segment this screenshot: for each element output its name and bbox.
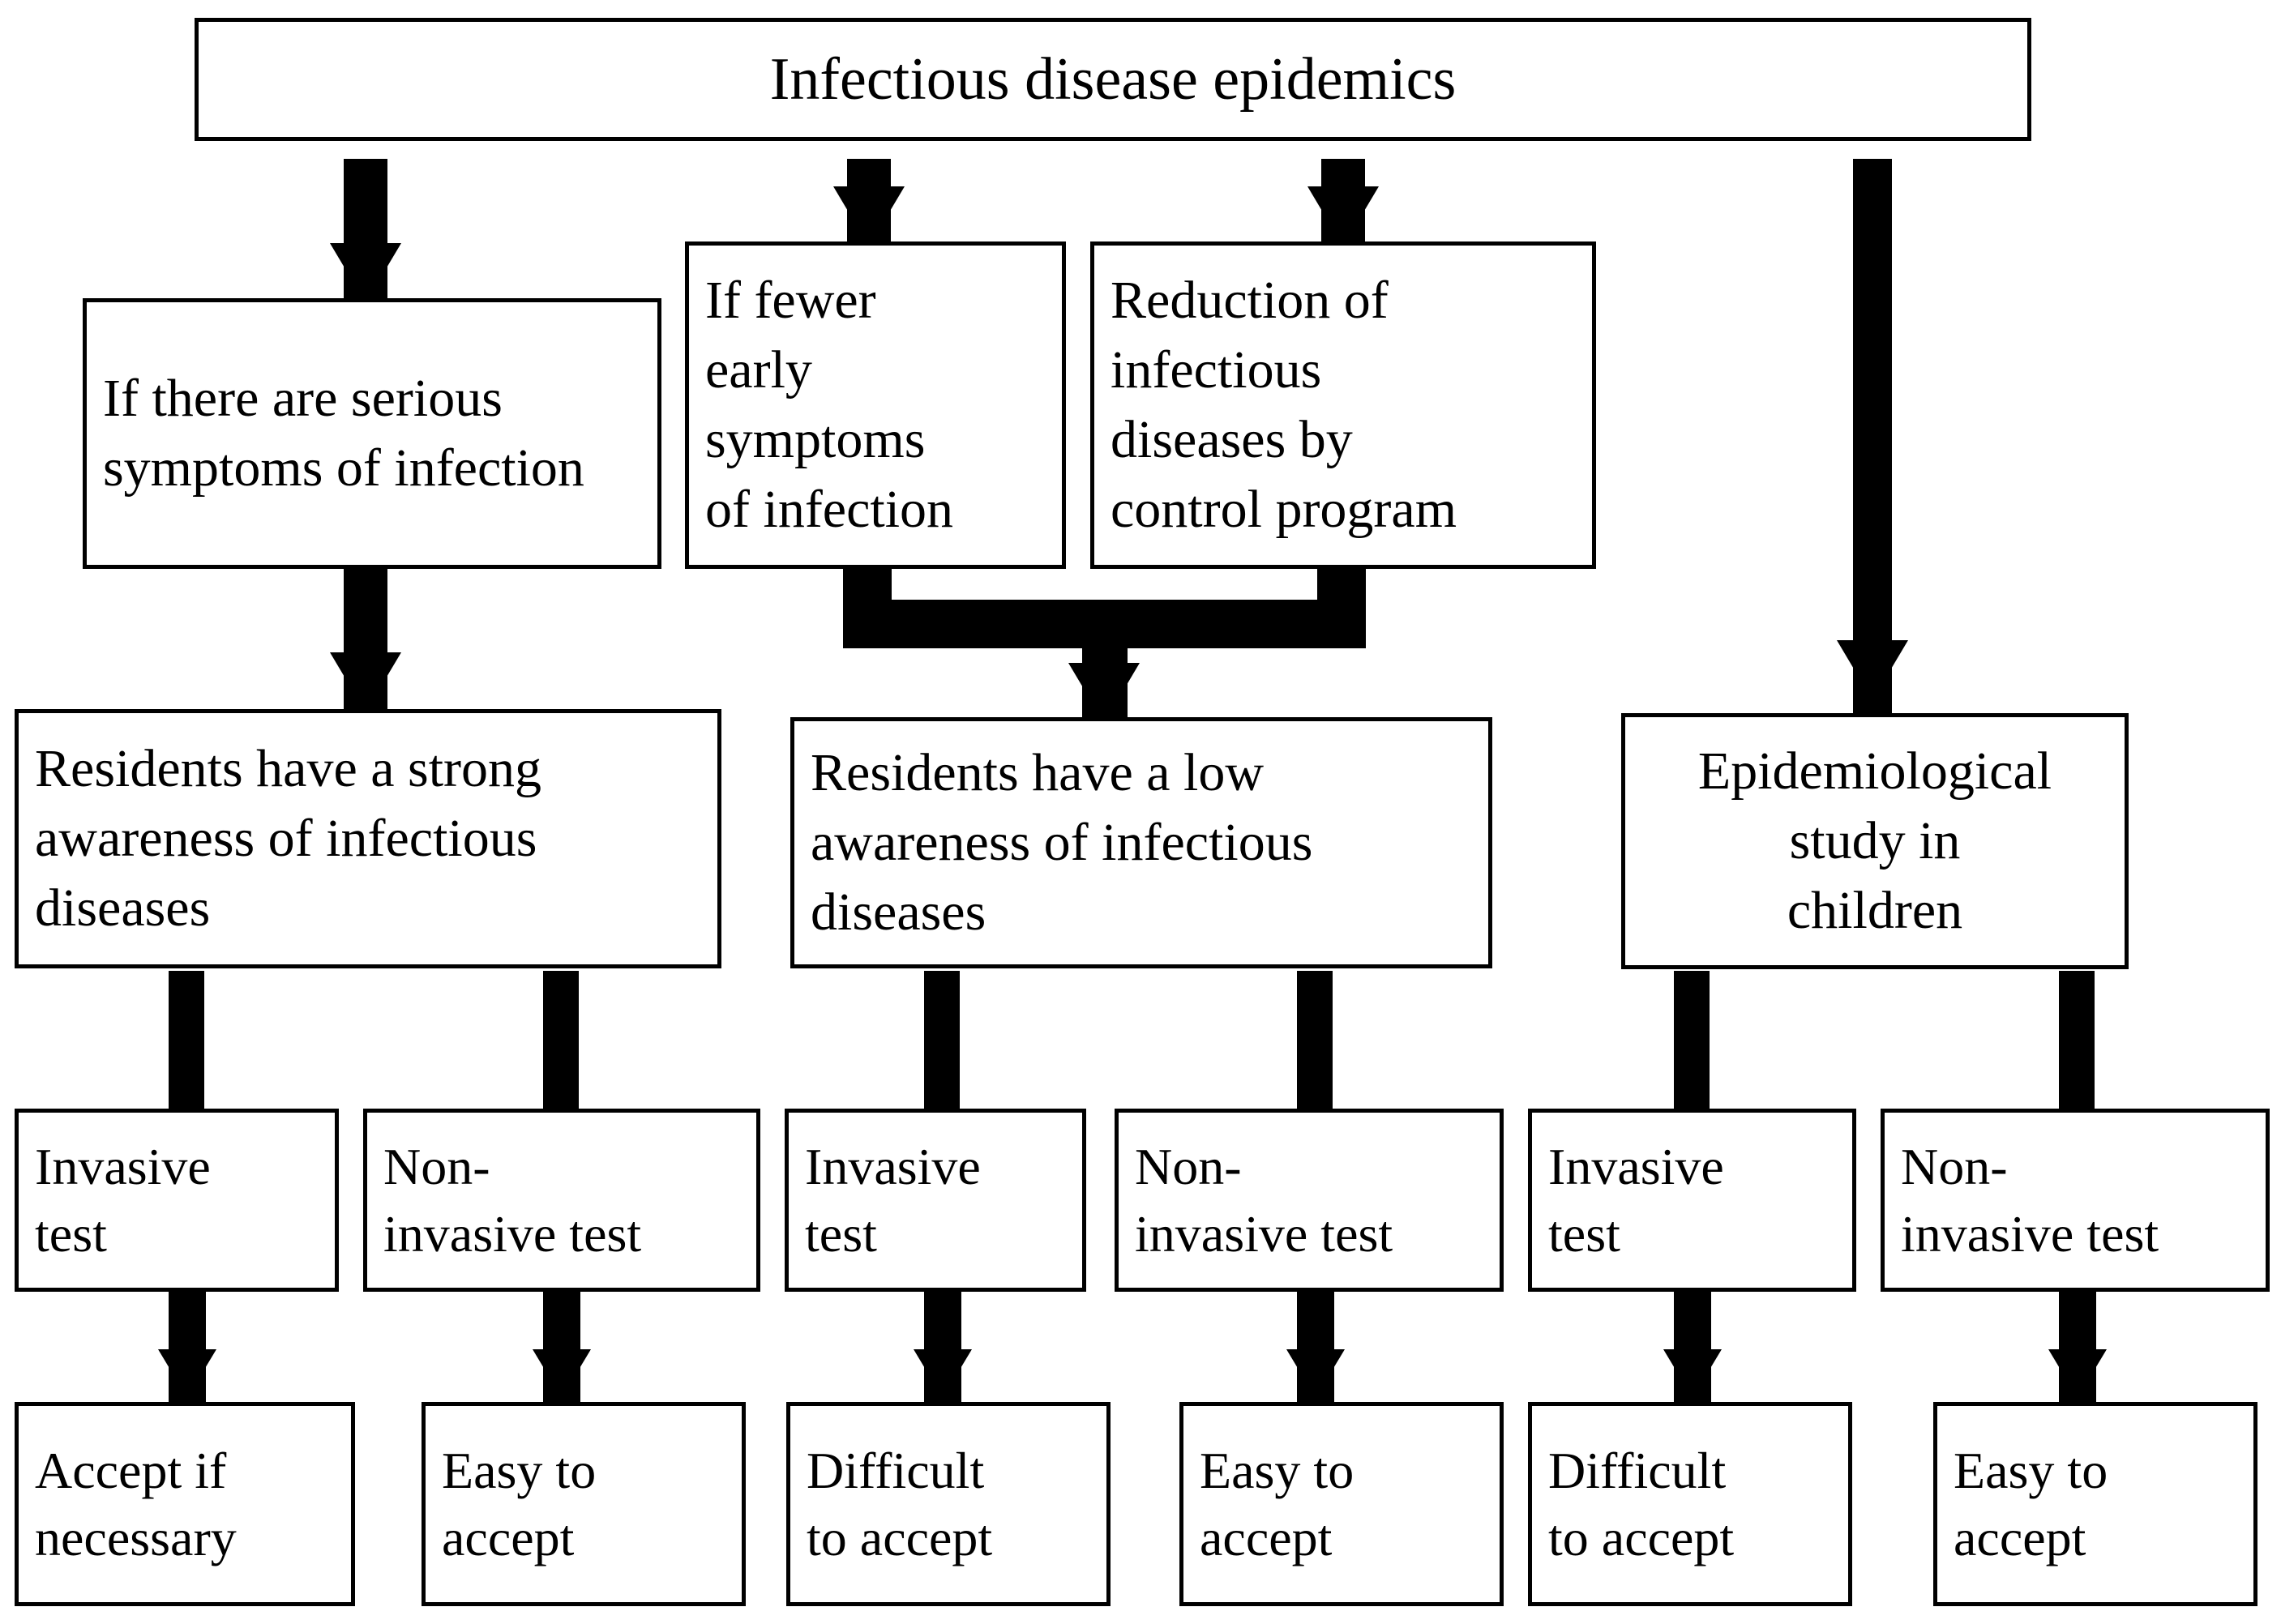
connector-arrowhead-test3-to-outcome3 (914, 1349, 972, 1398)
connector-shaft-strong-to-noninvasive (543, 971, 579, 1133)
connector-arrowhead-title-to-serious (330, 243, 401, 303)
connector-shaft-epi-to-invasive (1674, 971, 1710, 1133)
node-label: Invasive test (805, 1137, 981, 1263)
node-label: Easy to accept (1200, 1441, 1354, 1566)
node-label: Difficult to accept (807, 1441, 993, 1566)
connector-shaft-title-to-epidemiological (1853, 159, 1892, 726)
connector-arrowhead-test6-to-outcome6 (2048, 1349, 2107, 1398)
node-test-invasive-3: Invasive test (1528, 1109, 1856, 1292)
connector-shaft-strong-to-invasive (169, 971, 204, 1133)
node-outcome-easy-to-accept-3: Easy to accept (1933, 1402, 2257, 1606)
node-label: Non- invasive test (1901, 1137, 2159, 1263)
node-label: If fewer early symptoms of infection (705, 271, 954, 539)
node-label: Residents have a strong awareness of inf… (35, 739, 542, 938)
node-test-noninvasive-3: Non- invasive test (1881, 1109, 2270, 1292)
node-test-noninvasive-2: Non- invasive test (1115, 1109, 1504, 1292)
node-infectious-disease-epidemics: Infectious disease epidemics (195, 18, 2031, 141)
node-test-invasive-2: Invasive test (785, 1109, 1086, 1292)
node-test-invasive-1: Invasive test (15, 1109, 339, 1292)
node-reduction-by-control-program: Reduction of infectious diseases by cont… (1090, 241, 1596, 569)
node-outcome-difficult-to-accept-2: Difficult to accept (1528, 1402, 1852, 1606)
connector-arrowhead-test2-to-outcome2 (533, 1349, 591, 1398)
node-label: Invasive test (1548, 1137, 1724, 1263)
connector-shaft-epi-to-noninvasive (2059, 971, 2095, 1133)
connector-arrowhead-title-to-fewer (833, 186, 905, 246)
node-label: If there are serious symptoms of infecti… (103, 369, 584, 498)
connector-arrowhead-title-to-epidemiological (1837, 640, 1908, 700)
node-outcome-easy-to-accept-2: Easy to accept (1179, 1402, 1504, 1606)
node-label: Non- invasive test (1135, 1137, 1393, 1263)
node-label: Easy to accept (442, 1441, 597, 1566)
node-low-awareness: Residents have a low awareness of infect… (790, 717, 1492, 968)
node-label: Residents have a low awareness of infect… (811, 743, 1313, 942)
node-serious-symptoms: If there are serious symptoms of infecti… (83, 298, 661, 569)
connector-arrowhead-serious-to-strong (330, 652, 401, 712)
node-label: Difficult to accept (1548, 1441, 1735, 1566)
node-label: Reduction of infectious diseases by cont… (1111, 271, 1457, 539)
node-test-noninvasive-1: Non- invasive test (363, 1109, 760, 1292)
node-label: Infectious disease epidemics (769, 45, 1457, 113)
node-label: Non- invasive test (383, 1137, 642, 1263)
connector-arrowhead-test4-to-outcome4 (1286, 1349, 1345, 1398)
node-label: Accept if necessary (35, 1441, 237, 1566)
node-fewer-early-symptoms: If fewer early symptoms of infection (685, 241, 1066, 569)
node-strong-awareness: Residents have a strong awareness of inf… (15, 709, 721, 968)
node-epidemiological-study-children: Epidemiological study in children (1621, 713, 2129, 969)
node-label: Invasive test (35, 1137, 211, 1263)
node-outcome-difficult-to-accept-1: Difficult to accept (786, 1402, 1111, 1606)
node-outcome-easy-to-accept-1: Easy to accept (422, 1402, 746, 1606)
connector-arrowhead-test1-to-outcome1 (158, 1349, 216, 1398)
node-label: Epidemiological study in children (1697, 741, 2052, 940)
connector-shaft-low-to-invasive (924, 971, 960, 1133)
node-outcome-accept-if-necessary: Accept if necessary (15, 1402, 355, 1606)
connector-arrowhead-test5-to-outcome5 (1663, 1349, 1722, 1398)
connector-shaft-low-to-noninvasive (1297, 971, 1333, 1133)
connector-arrowhead-title-to-reduction (1307, 186, 1379, 246)
node-label: Easy to accept (1954, 1441, 2108, 1566)
connector-arrowhead-merge-to-low (1068, 663, 1140, 723)
